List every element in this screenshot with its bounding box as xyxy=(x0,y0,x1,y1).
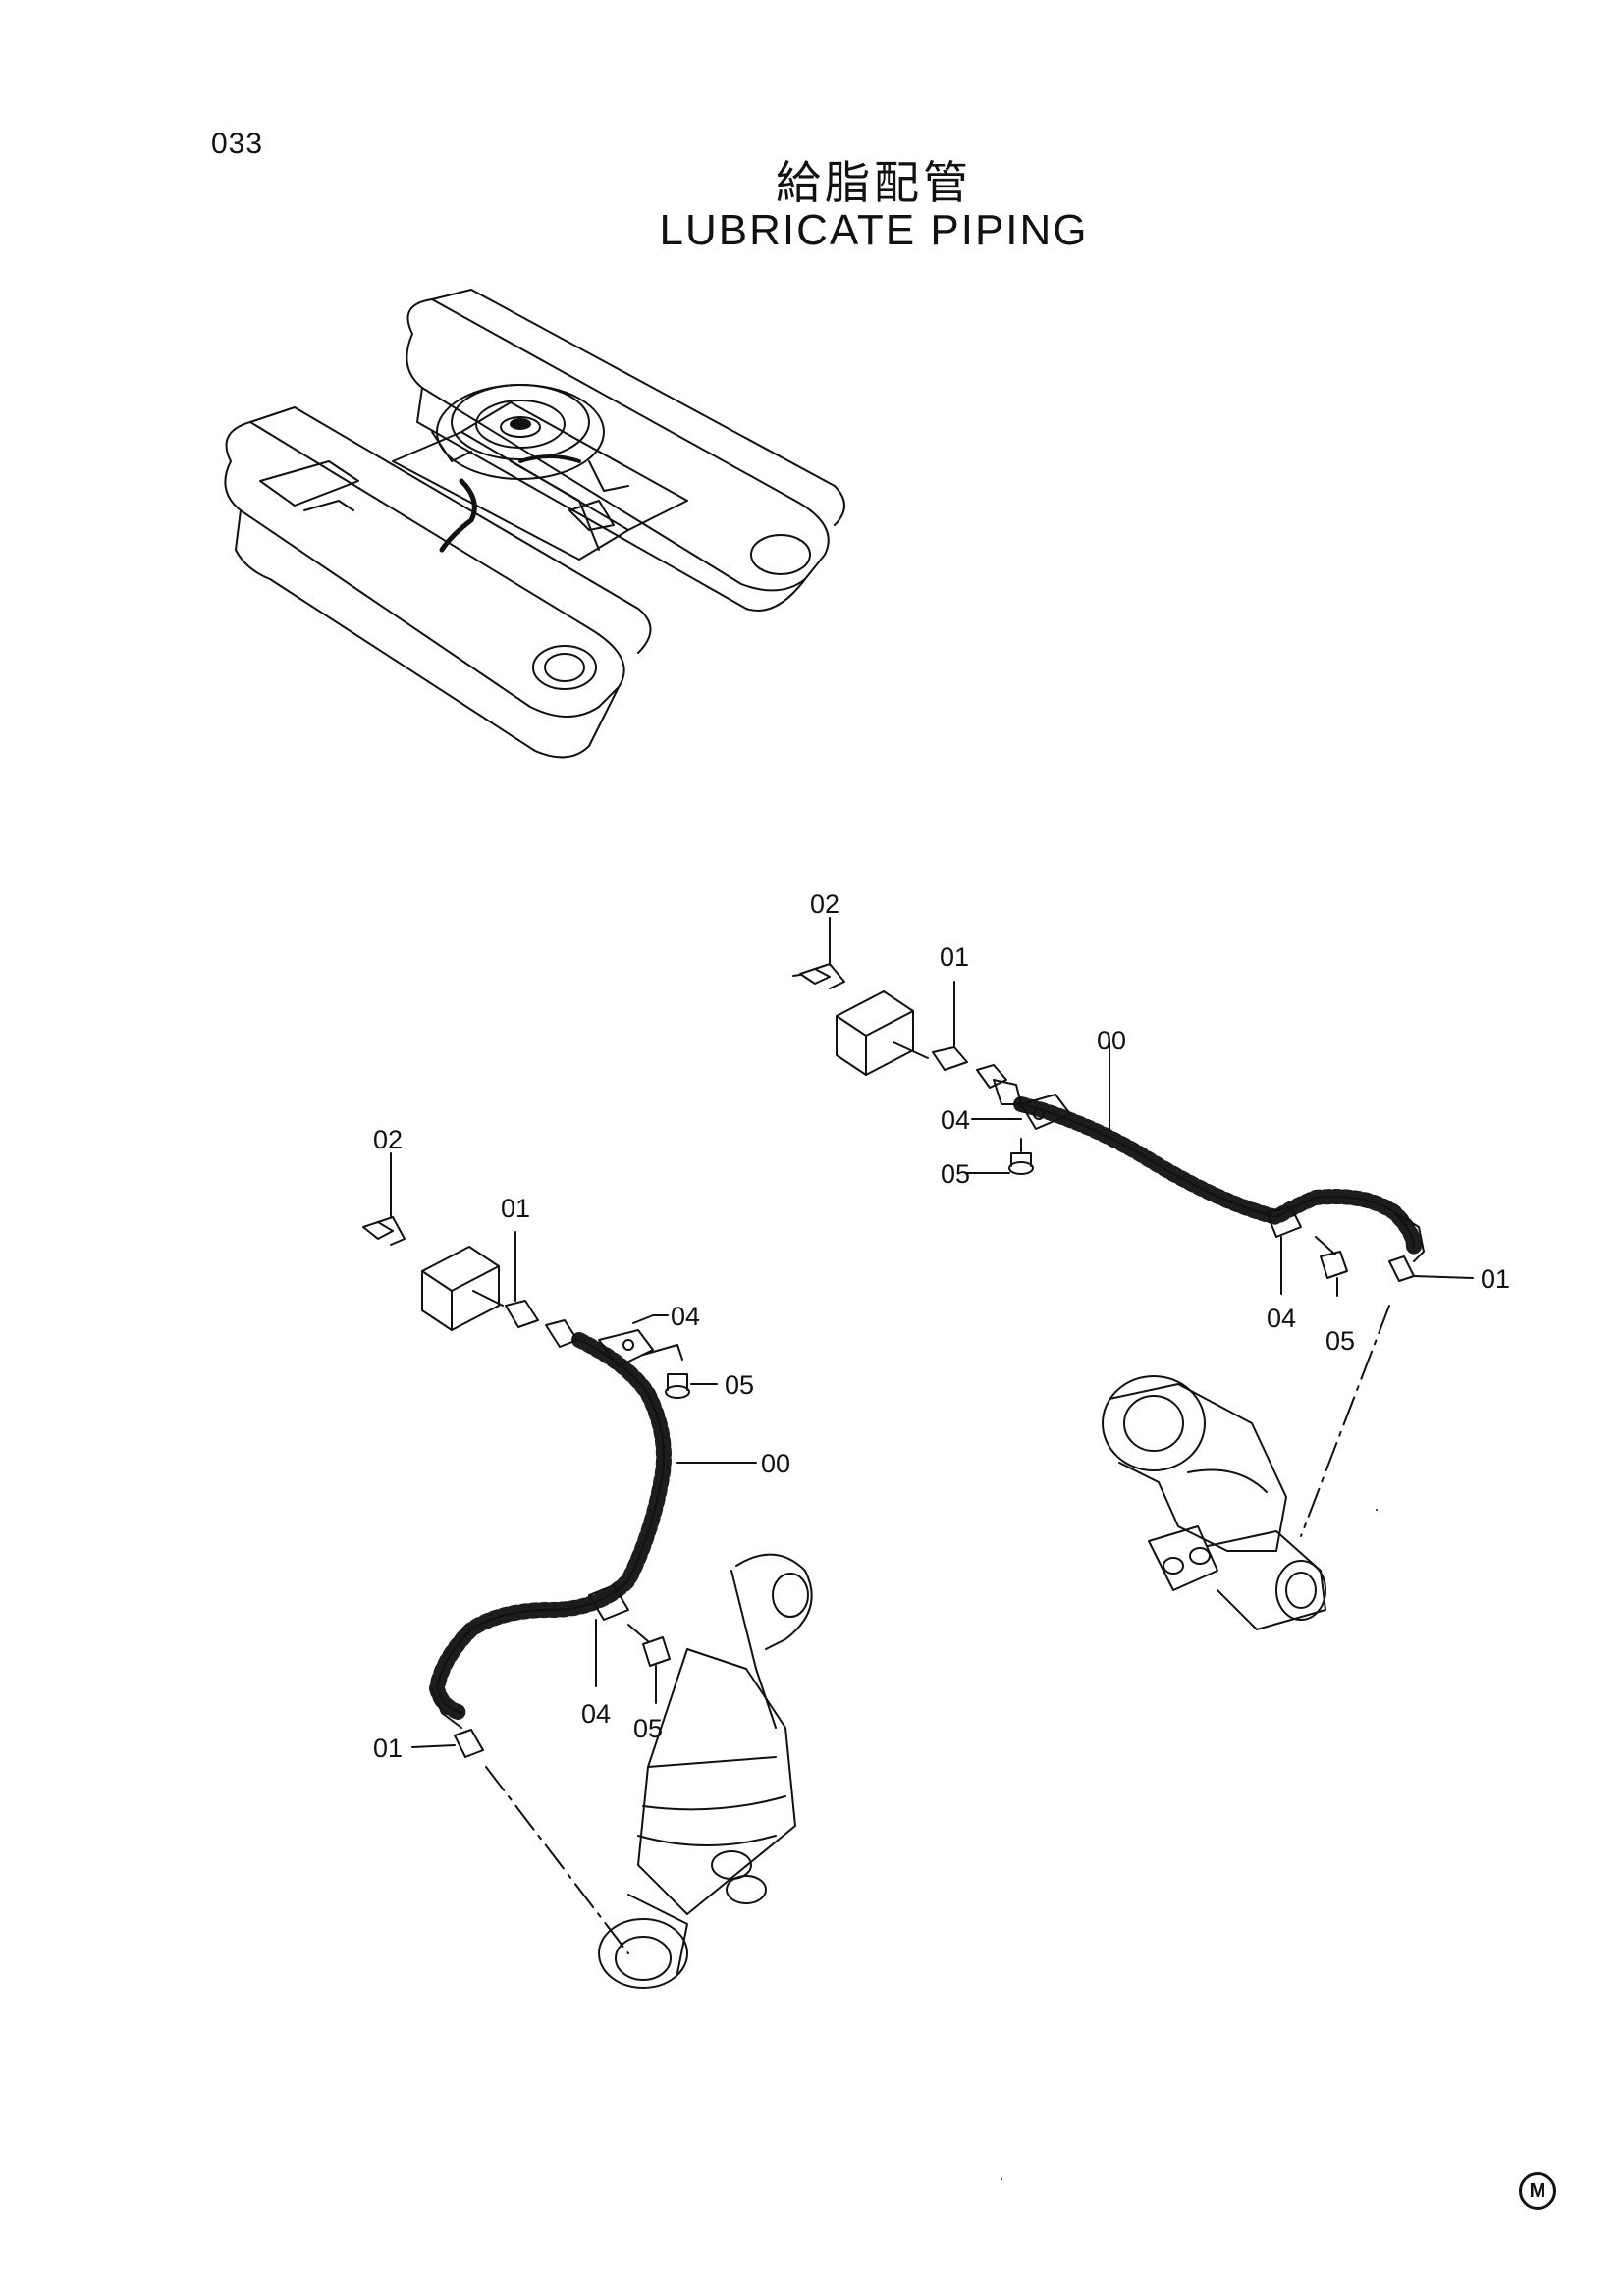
callout-upper-01a: 01 xyxy=(940,942,969,972)
callout-upper-05a: 05 xyxy=(941,1159,970,1189)
undercarriage-overview-icon xyxy=(224,289,845,759)
callout-upper-04a: 04 xyxy=(941,1105,970,1135)
page-number: 033 xyxy=(211,128,264,160)
callout-lower-00: 00 xyxy=(761,1449,790,1478)
callout-lower-01b: 01 xyxy=(373,1734,403,1763)
callout-lower-04b: 04 xyxy=(581,1699,611,1729)
callout-lower-05b: 05 xyxy=(633,1714,663,1743)
callout-lower-04a: 04 xyxy=(671,1302,700,1331)
bolt-icon xyxy=(1008,1138,1034,1175)
upper-right-assembly xyxy=(792,917,1474,1630)
manufacturer-mark: M xyxy=(1519,2172,1556,2210)
page-title-japanese: 給脂配管 xyxy=(776,156,972,209)
callout-upper-01b: 01 xyxy=(1481,1264,1510,1294)
grease-fitting-icon xyxy=(792,963,845,989)
callout-upper-02: 02 xyxy=(810,889,839,919)
callout-upper-00: 00 xyxy=(1097,1026,1126,1055)
callout-lower-01a: 01 xyxy=(501,1194,530,1223)
page-title-english: LUBRICATE PIPING xyxy=(659,206,1089,254)
callout-lower-05a: 05 xyxy=(725,1370,754,1400)
lower-left-assembly xyxy=(362,1152,813,1989)
hydraulic-cylinder-icon xyxy=(1102,1375,1326,1630)
callout-upper-04b: 04 xyxy=(1267,1304,1296,1333)
callout-upper-05b: 05 xyxy=(1325,1326,1355,1356)
callout-lower-02: 02 xyxy=(373,1125,403,1154)
grease-block-icon xyxy=(836,990,929,1076)
